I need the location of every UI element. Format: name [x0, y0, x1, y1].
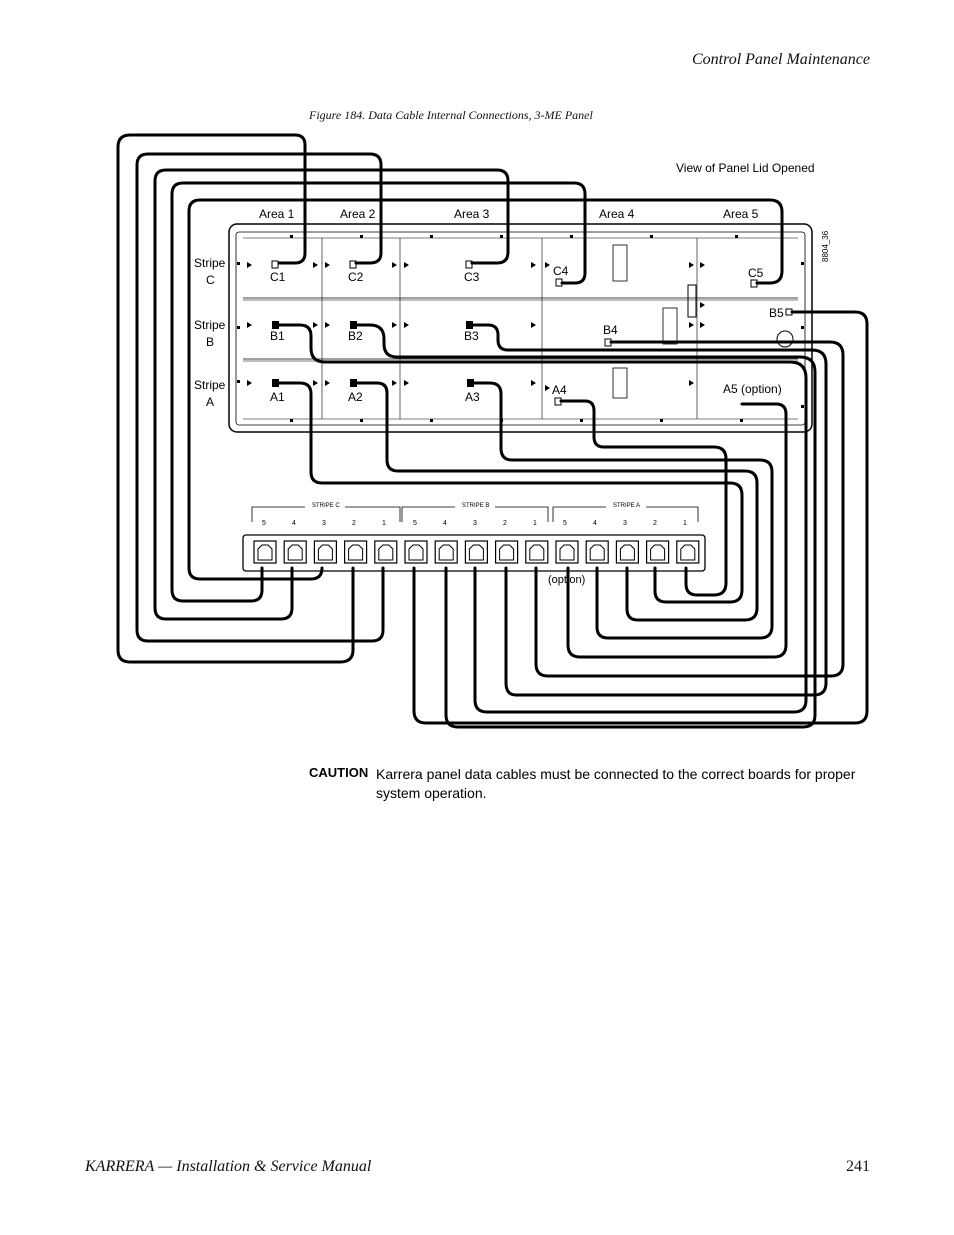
cable-a5: [566, 402, 788, 659]
board-connector-icons-filled: [272, 321, 474, 387]
rj45-port-socket: [650, 544, 666, 561]
rj45-port-socket: [619, 544, 635, 561]
board-b2-label: B2: [348, 329, 363, 343]
board-a3-label: A3: [465, 390, 480, 404]
connector-block: STRIPE C STRIPE B STRIPE A 5 4 3 2 1 5 4…: [242, 501, 706, 586]
cable-a3: [472, 381, 774, 640]
port-c5-number: 5: [262, 520, 266, 527]
stripe-a-group-label: STRIPE A: [613, 503, 640, 509]
area-4-label: Area 4: [599, 207, 635, 221]
board-c5-label: C5: [748, 266, 764, 280]
board-a2-label: A2: [348, 390, 363, 404]
rj45-port-socket: [680, 544, 696, 561]
stripe-c-group-label: STRIPE C: [312, 503, 340, 509]
rj45-port-socket: [378, 544, 394, 561]
cable-b3: [471, 323, 828, 697]
rj45-port-socket: [317, 544, 333, 561]
rj45-port-socket: [559, 544, 575, 561]
rj45-ports: [253, 540, 700, 564]
rj45-port-socket: [589, 544, 605, 561]
cable-a2: [355, 381, 759, 622]
cable-a1: [277, 381, 744, 604]
drawing-id: 8804_36: [821, 230, 830, 262]
rj45-port-socket: [408, 544, 424, 561]
stripe-c-label: Stripe: [194, 256, 226, 270]
cable-a4: [559, 399, 728, 597]
port-a2-number: 2: [653, 520, 657, 527]
rj45-port-socket: [529, 544, 545, 561]
rj45-port-socket: [287, 544, 303, 561]
board-connector-icons: [271, 260, 793, 406]
board-c1-label: C1: [270, 270, 286, 284]
cable-c3: [153, 168, 510, 621]
cable-c1: [116, 133, 355, 664]
stripe-b-letter: B: [206, 335, 214, 349]
port-a4-number: 4: [593, 520, 597, 527]
stripe-a-letter: A: [206, 395, 214, 409]
area-3-label: Area 3: [454, 207, 490, 221]
board-b5-label: B5: [769, 306, 784, 320]
panel-fasteners: [237, 235, 804, 422]
port-c1-number: 1: [382, 520, 386, 527]
caution-text: Karrera panel data cables must be connec…: [376, 766, 856, 801]
board-c3-label: C3: [464, 270, 480, 284]
port-c2-number: 2: [352, 520, 356, 527]
board-b4-label: B4: [603, 323, 618, 337]
area-5-label: Area 5: [723, 207, 759, 221]
board-b1-label: B1: [270, 329, 285, 343]
view-label: View of Panel Lid Opened: [676, 161, 815, 175]
port-a5-number: 5: [563, 520, 567, 527]
cable-c4: [170, 181, 587, 603]
board-c2-label: C2: [348, 270, 364, 284]
port-b5-number: 5: [413, 520, 417, 527]
stripe-a-label: Stripe: [194, 378, 226, 392]
port-b1-number: 1: [533, 520, 537, 527]
rj45-port-socket: [499, 544, 515, 561]
port-a1-number: 1: [683, 520, 687, 527]
rj45-port-socket: [348, 544, 364, 561]
area-1-label: Area 1: [259, 207, 295, 221]
board-a1-label: A1: [270, 390, 285, 404]
figure-caption: Figure 184. Data Cable Internal Connecti…: [309, 108, 593, 122]
cable-b5: [412, 310, 869, 725]
cable-b4: [534, 340, 845, 678]
port-b3-number: 3: [473, 520, 477, 527]
footer-manual-title: KARRERA — Installation & Service Manual: [85, 1158, 372, 1175]
port-a3-number: 3: [623, 520, 627, 527]
stripe-b-label: Stripe: [194, 318, 226, 332]
panel-lid: [228, 223, 813, 433]
data-cables: [116, 133, 869, 729]
rj45-port-socket: [468, 544, 484, 561]
port-b4-number: 4: [443, 520, 447, 527]
port-b2-number: 2: [503, 520, 507, 527]
caution-label: CAUTION: [309, 765, 369, 780]
cable-b1: [277, 323, 808, 714]
board-c4-label: C4: [553, 264, 569, 278]
stripe-b-group-label: STRIPE B: [462, 503, 489, 509]
stripe-c-letter: C: [206, 273, 215, 287]
page-number: 241: [846, 1158, 870, 1175]
area-2-label: Area 2: [340, 207, 376, 221]
rj45-port-socket: [438, 544, 454, 561]
cable-b2: [355, 323, 817, 729]
rj45-port-socket: [257, 544, 273, 561]
board-a5-label: A5 (option): [723, 382, 782, 396]
board-a4-label: A4: [552, 383, 567, 397]
board-b3-label: B3: [464, 329, 479, 343]
port-c3-number: 3: [322, 520, 326, 527]
cable-c2: [135, 152, 385, 643]
running-header: Control Panel Maintenance: [691, 51, 870, 68]
port-c4-number: 4: [292, 520, 296, 527]
cable-c5: [187, 198, 784, 581]
